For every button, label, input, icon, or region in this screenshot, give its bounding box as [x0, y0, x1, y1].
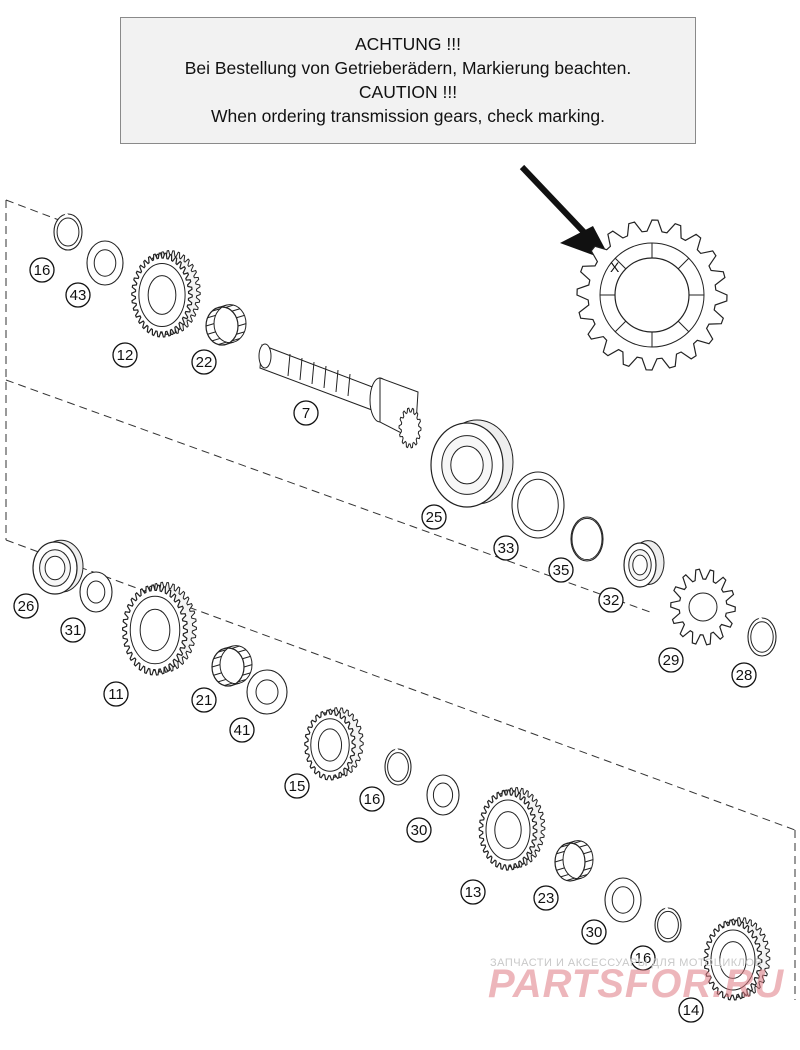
callout-16-22: 16 [630, 945, 656, 971]
gear-14 [703, 917, 771, 1001]
circlip-16-a [53, 212, 83, 251]
caution-line-en-title: CAUTION !!! [358, 82, 458, 102]
sprocket-29 [670, 568, 736, 646]
callout-23-20: 23 [533, 885, 559, 911]
gear-12 [131, 250, 201, 338]
bearing-26 [32, 539, 84, 595]
callout-26-11: 26 [13, 593, 39, 619]
callout-number: 30 [411, 822, 428, 839]
thrust-washer-31 [79, 571, 113, 613]
parts-layer [32, 212, 777, 1001]
callout-25-5: 25 [421, 504, 447, 530]
callout-number: 29 [663, 652, 680, 669]
callout-number: 15 [289, 778, 306, 795]
callout-15-16: 15 [284, 773, 310, 799]
callout-32-8: 32 [598, 587, 624, 613]
thrust-washer-41 [246, 669, 288, 715]
callout-number: 16 [364, 791, 381, 808]
callout-number: 11 [108, 686, 124, 703]
marked-gear-illustration [576, 219, 728, 371]
gear-marking-x: X [610, 259, 620, 275]
callout-number: 12 [117, 347, 134, 364]
callout-number: 32 [603, 592, 620, 609]
callout-number: 28 [736, 667, 753, 684]
callout-33-6: 33 [493, 535, 519, 561]
callout-31-12: 31 [60, 617, 86, 643]
callout-number: 25 [426, 509, 443, 526]
caution-line-en-text: When ordering transmission gears, check … [211, 106, 605, 126]
watermark-logo: PARTSFOR.RU [488, 962, 785, 1006]
circlip-16-c [654, 906, 682, 943]
callout-12-2: 12 [112, 342, 138, 368]
callout-number: 31 [65, 622, 82, 639]
gear-15 [304, 707, 364, 781]
thrust-washer-30-a [426, 774, 460, 816]
callout-number: 43 [70, 287, 87, 304]
thrust-washer-30-b [604, 877, 642, 923]
caution-line-de-text: Bei Bestellung von Getrieberädern, Marki… [184, 58, 632, 78]
callout-22-3: 22 [191, 349, 217, 375]
callout-41-15: 41 [229, 717, 255, 743]
callout-number: 16 [34, 262, 51, 279]
seal-ring-33 [511, 471, 565, 539]
watermark-subtitle: ЗАПЧАСТИ И АКСЕССУАРЫ ДЛЯ МОТОЦИКЛОВ [490, 957, 763, 969]
callout-11-13: 11 [103, 681, 129, 707]
callout-30-21: 30 [581, 919, 607, 945]
ball-bearing-25 [430, 419, 514, 508]
o-ring-35 [570, 516, 604, 562]
callout-number: 7 [302, 405, 310, 422]
needle-bearing-22 [205, 304, 247, 346]
part-callouts: 16 43 12 22 7 25 33 35 32 29 28 26 31 11 21 41 15 16 30 13 2… [13, 257, 757, 1023]
bushing-32 [623, 540, 665, 588]
caution-line-de-title: ACHTUNG !!! [355, 34, 461, 54]
callout-7-4: 7 [293, 400, 319, 426]
circlip-28 [747, 616, 777, 657]
callout-number: 14 [683, 1002, 700, 1019]
thrust-washer-43 [86, 240, 124, 286]
callout-43-1: 43 [65, 282, 91, 308]
callout-13-19: 13 [460, 879, 486, 905]
callout-14-23: 14 [678, 997, 704, 1023]
caution-box: ACHTUNG !!! Bei Bestellung von Getrieber… [120, 17, 696, 144]
callout-number: 22 [196, 354, 213, 371]
needle-bearing-21 [211, 645, 253, 687]
callout-30-18: 30 [406, 817, 432, 843]
callout-29-9: 29 [658, 647, 684, 673]
circlip-16-b [384, 747, 412, 786]
callout-21-14: 21 [191, 687, 217, 713]
callout-number: 35 [553, 562, 570, 579]
callout-28-10: 28 [731, 662, 757, 688]
main-shaft-7 [258, 343, 422, 449]
callout-35-7: 35 [548, 557, 574, 583]
callout-number: 33 [498, 540, 515, 557]
callout-number: 41 [234, 722, 251, 739]
callout-number: 23 [538, 890, 555, 907]
callout-16-17: 16 [359, 786, 385, 812]
callout-number: 13 [465, 884, 482, 901]
gear-13 [478, 787, 546, 871]
callout-number: 21 [196, 692, 213, 709]
callout-number: 30 [586, 924, 603, 941]
callout-16-0: 16 [29, 257, 55, 283]
callout-number: 16 [635, 950, 652, 967]
needle-bearing-23 [554, 840, 594, 882]
gear-11 [122, 581, 197, 676]
callout-number: 26 [18, 598, 35, 615]
